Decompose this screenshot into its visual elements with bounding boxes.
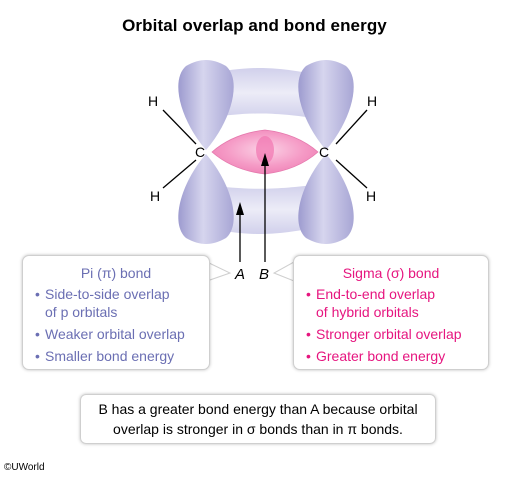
pointer-arrow-a <box>236 202 244 262</box>
explanation-note: B has a greater bond energy than A becau… <box>80 394 436 444</box>
pointer-label-a: A <box>234 266 245 283</box>
hydrogen-top-left-label: H <box>148 93 158 109</box>
pointer-arrow-b <box>261 153 269 262</box>
carbon-right-label: C <box>319 144 329 160</box>
list-item: •Greater bond energy <box>306 348 446 364</box>
note-line-1: B has a greater bond energy than A becau… <box>98 401 418 417</box>
p-orbital-right-lower <box>298 154 354 244</box>
note-line-2: overlap is stronger in σ bonds than in π… <box>113 421 403 437</box>
diagram-title: Orbital overlap and bond energy <box>122 16 387 35</box>
sigma-orbital-center <box>256 136 274 164</box>
hydrogen-bottom-left-label: H <box>150 188 160 204</box>
carbon-left-label: C <box>195 144 205 160</box>
c-h-bonds <box>162 109 368 189</box>
list-item: •Weaker orbital overlap <box>35 326 185 342</box>
list-item: •Stronger orbital overlap <box>306 326 462 342</box>
pi-box-notch <box>206 261 232 282</box>
hydrogen-bottom-right-label: H <box>366 188 376 204</box>
p-orbital-left-lower <box>178 154 234 244</box>
p-orbital-left-upper <box>178 60 234 150</box>
pointer-label-b: B <box>259 266 269 283</box>
pi-bond-heading: Pi (π) bond <box>80 265 152 281</box>
sigma-box-notch <box>272 261 295 282</box>
sigma-bond-heading: Sigma (σ) bond <box>342 265 440 281</box>
copyright-label: ©UWorld <box>4 462 45 473</box>
p-orbital-right-upper <box>298 60 354 150</box>
hydrogen-top-right-label: H <box>367 93 377 109</box>
list-item: •Smaller bond energy <box>35 348 175 364</box>
